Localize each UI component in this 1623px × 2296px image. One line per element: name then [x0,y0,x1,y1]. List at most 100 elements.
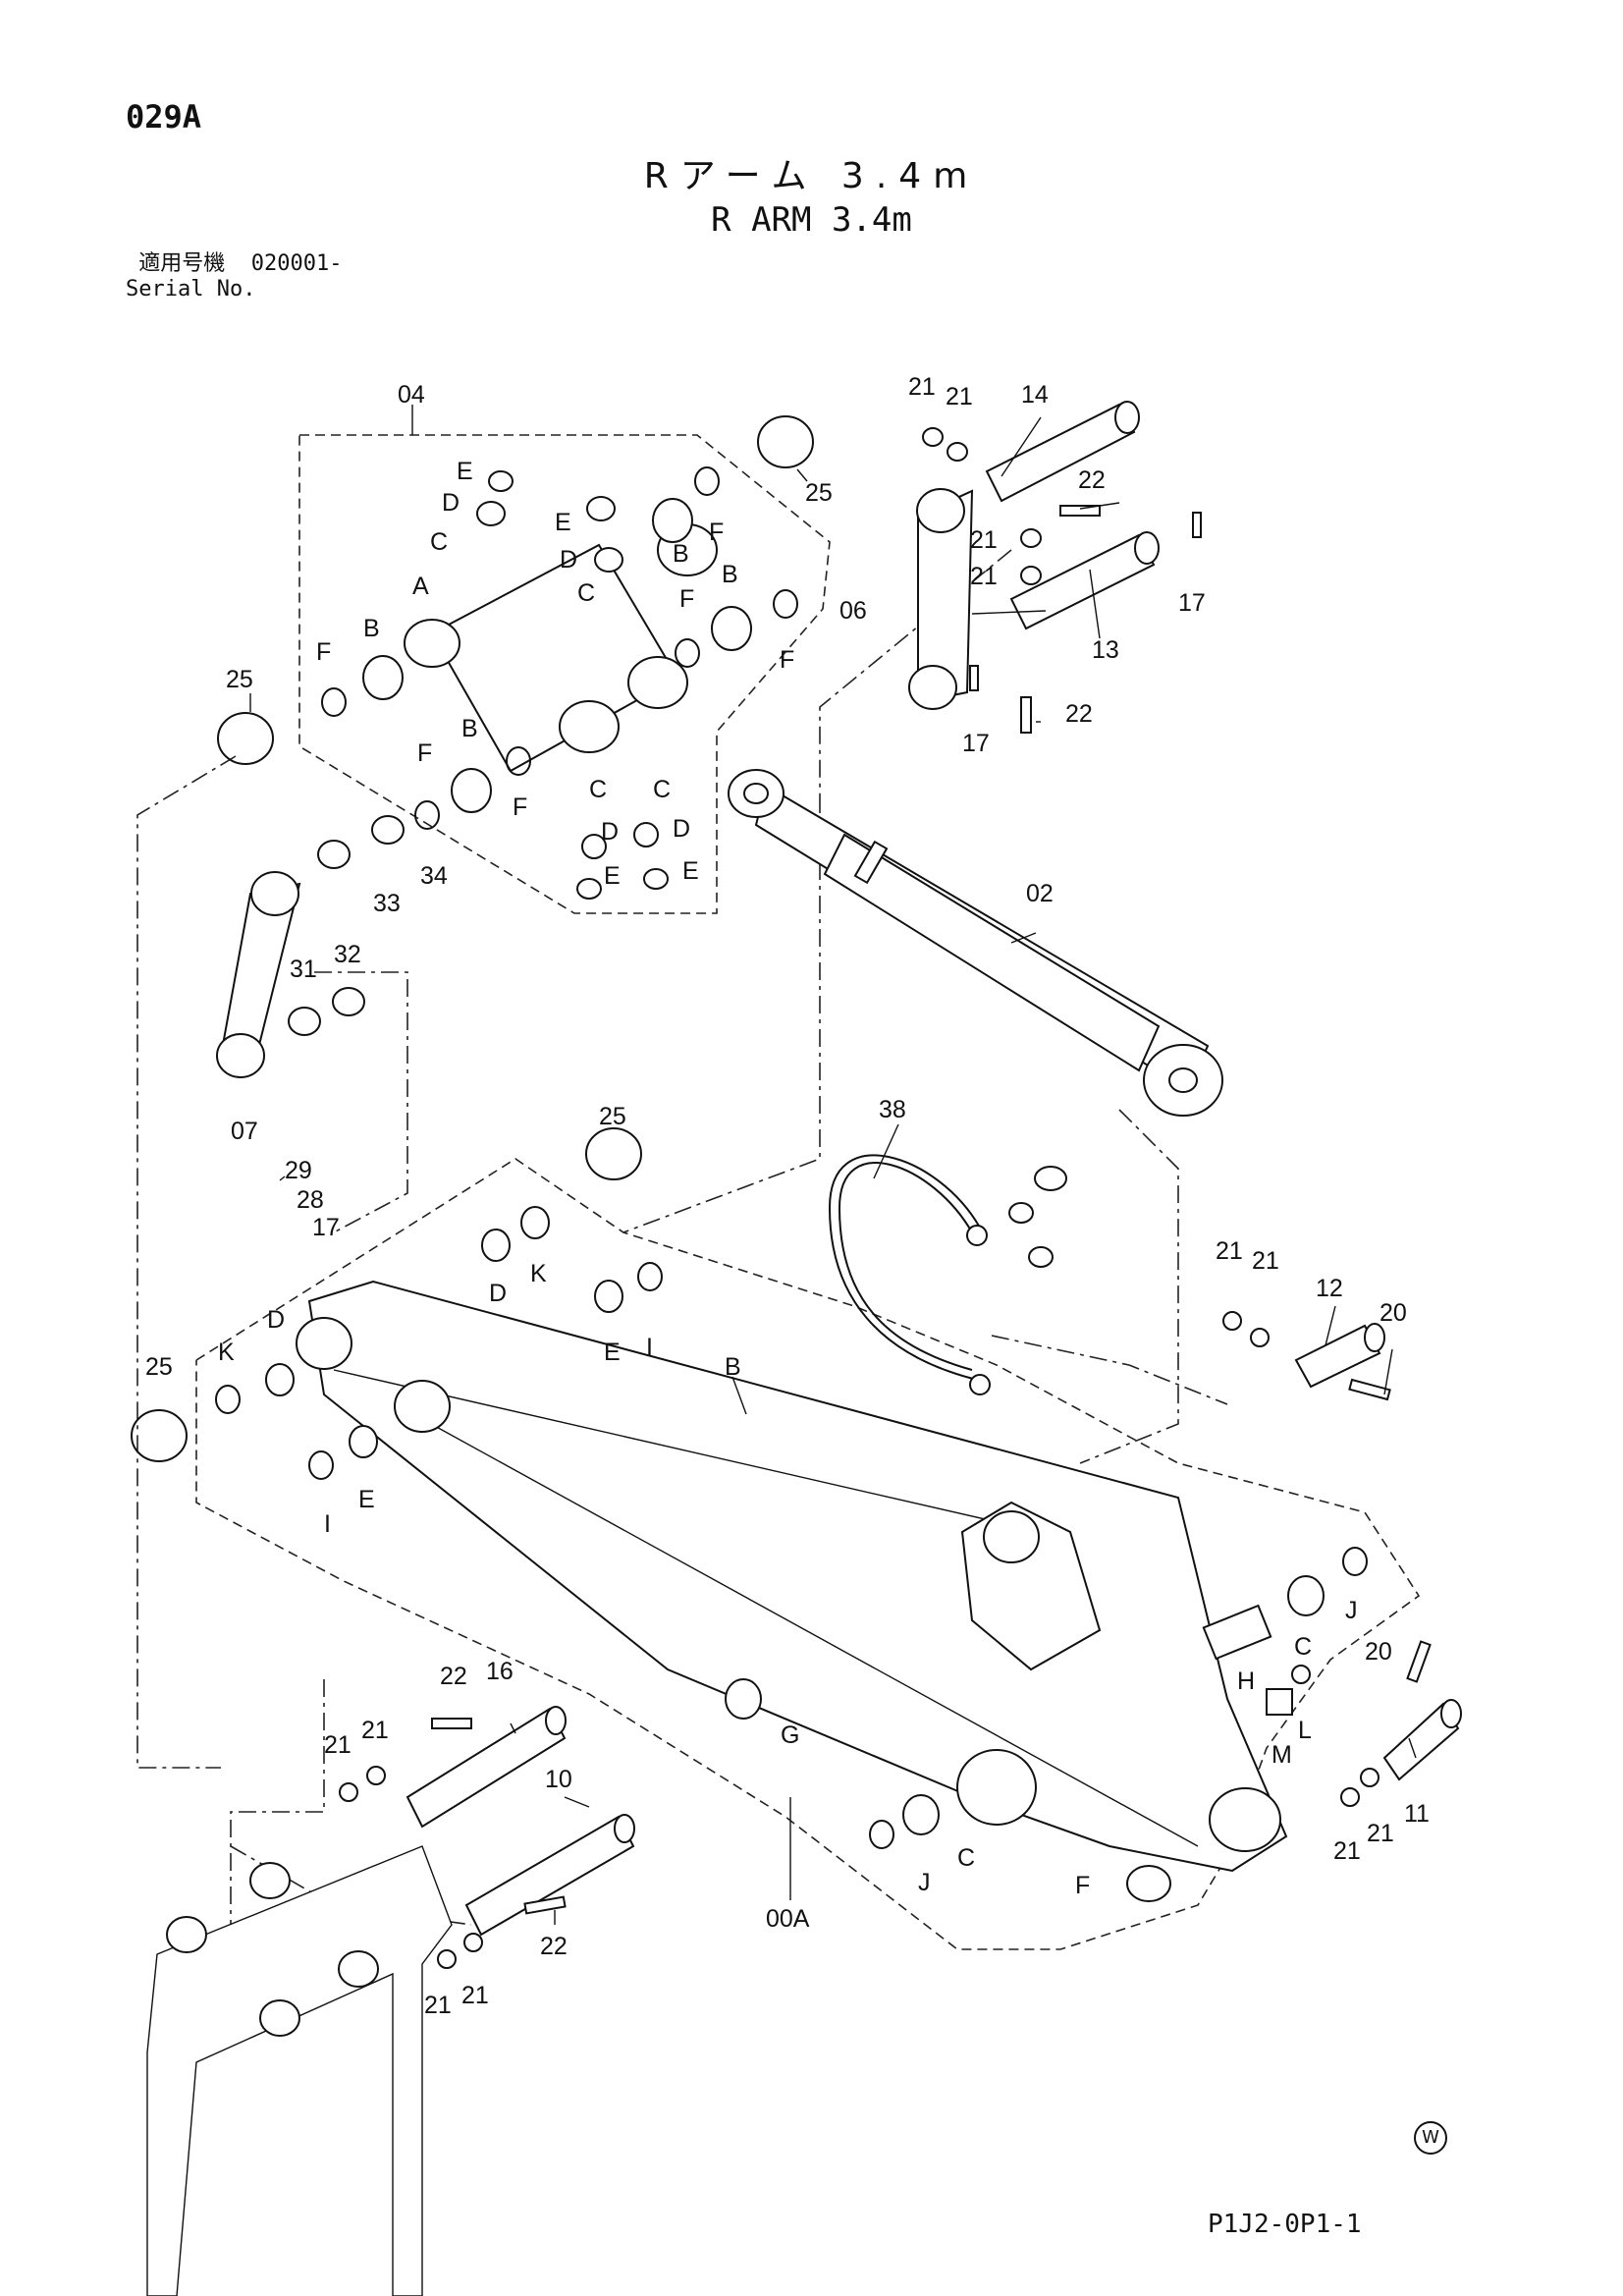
callout-34: 34 [420,862,448,890]
guide-line-bottom [230,1679,325,1964]
callout-21e: 21 [1216,1237,1243,1265]
drawing-code: P1J2-0P1-1 [1208,2210,1362,2239]
callout-25d: 25 [145,1353,173,1381]
letter-C3: C [589,776,607,803]
letter-D3: D [601,818,619,846]
callout-labels: 04 25 25 25 25 21 21 14 22 21 21 17 06 1… [145,373,1430,2019]
serial-label-en: Serial No. [126,277,256,301]
callout-10: 10 [545,1766,572,1793]
callout-25c: 25 [599,1103,626,1130]
letter-I1: I [324,1510,331,1538]
callout-22a: 22 [1078,466,1106,494]
letter-F6: F [513,793,527,821]
letter-E2: E [555,509,571,536]
letter-I2: I [646,1334,653,1361]
callout-21j: 21 [361,1717,389,1744]
callout-02: 02 [1026,880,1054,907]
callout-21l: 21 [461,1982,489,2009]
bushings-04 [217,415,814,900]
letter-B3: B [722,561,738,588]
callout-29: 29 [285,1157,312,1184]
w-mark-icon: W [1414,2121,1447,2155]
callout-arm-B: B [725,1353,741,1381]
guide-line-cylinder [622,795,821,1233]
guide-line-left [136,755,237,1769]
letter-C4: C [653,776,671,803]
link-06 [908,488,974,710]
letter-B4: B [461,715,478,742]
letter-F5: F [417,739,432,767]
callout-22d: 22 [540,1933,568,1960]
letter-F4: F [780,646,794,674]
pins-14-13 [922,401,1202,734]
group-00A-boundary [195,1158,1421,1950]
letter-K2: K [530,1260,547,1287]
bucket-outline [146,1845,453,2296]
callout-17b: 17 [962,730,990,757]
callout-21k: 21 [424,1992,452,2019]
callout-13: 13 [1092,636,1119,664]
letter-D1: D [442,489,460,517]
callout-20a: 20 [1380,1299,1407,1327]
callout-17a: 17 [1178,589,1206,617]
callout-33: 33 [373,890,401,917]
callout-20b: 20 [1365,1638,1392,1666]
letter-G: G [781,1722,799,1749]
guide-line-link07 [314,971,408,1233]
serial-value: 020001- [250,251,343,276]
letter-D6: D [489,1280,507,1307]
guide-line-pin10 [991,1335,1228,1405]
callout-21f: 21 [1252,1247,1279,1275]
letter-E4: E [682,857,699,885]
letter-H: H [1237,1667,1255,1695]
callout-21i: 21 [324,1731,352,1759]
letter-C6: C [957,1844,975,1872]
callout-21d: 21 [970,563,998,590]
callout-04: 04 [398,381,425,409]
callout-22b: 22 [1065,700,1093,728]
callout-25b: 25 [226,666,253,693]
letter-F7: F [1075,1872,1090,1899]
letter-A: A [412,573,429,600]
page-code: 029A [126,98,202,136]
title-english: R ARM 3.4m [711,200,912,240]
callout-11: 11 [1404,1800,1430,1828]
callout-21g: 21 [1333,1837,1361,1865]
letter-E5: E [358,1486,375,1513]
hydraulic-cylinder-02 [728,769,1223,1117]
callout-38: 38 [879,1096,906,1123]
letter-F2: F [709,519,724,546]
letter-M: M [1271,1741,1292,1769]
letter-B2: B [673,540,689,568]
callout-31: 31 [290,956,317,983]
callout-06: 06 [839,597,867,625]
leader-lines [249,405,1417,1925]
callout-22c: 22 [440,1663,467,1690]
guide-line-right [1079,1109,1179,1464]
letter-F3: F [679,585,694,613]
callout-28: 28 [297,1186,324,1214]
pins-12-11-16-10 [339,1311,1462,1969]
letter-E6: E [604,1339,621,1366]
callout-17c: 17 [312,1214,340,1241]
letter-E3: E [604,862,621,890]
callout-16: 16 [486,1658,514,1685]
callout-14: 14 [1021,381,1049,409]
callout-21a: 21 [908,373,936,401]
arm-bushings [131,1127,1368,1902]
callout-32: 32 [334,941,361,968]
letter-D5: D [267,1306,285,1334]
callout-21h: 21 [1367,1820,1394,1847]
callout-07: 07 [231,1118,258,1145]
letter-C2: C [577,579,595,607]
serial-info: 適用号機 020001- Serial No. [126,251,342,302]
title-japanese: Rアーム 3.4m [643,156,980,196]
letter-D2: D [560,546,577,574]
letter-K1: K [218,1339,235,1366]
letter-J1: J [1345,1597,1358,1624]
arm-body-B [296,1280,1288,1873]
callout-21c: 21 [970,526,998,554]
letter-E1: E [457,458,473,485]
